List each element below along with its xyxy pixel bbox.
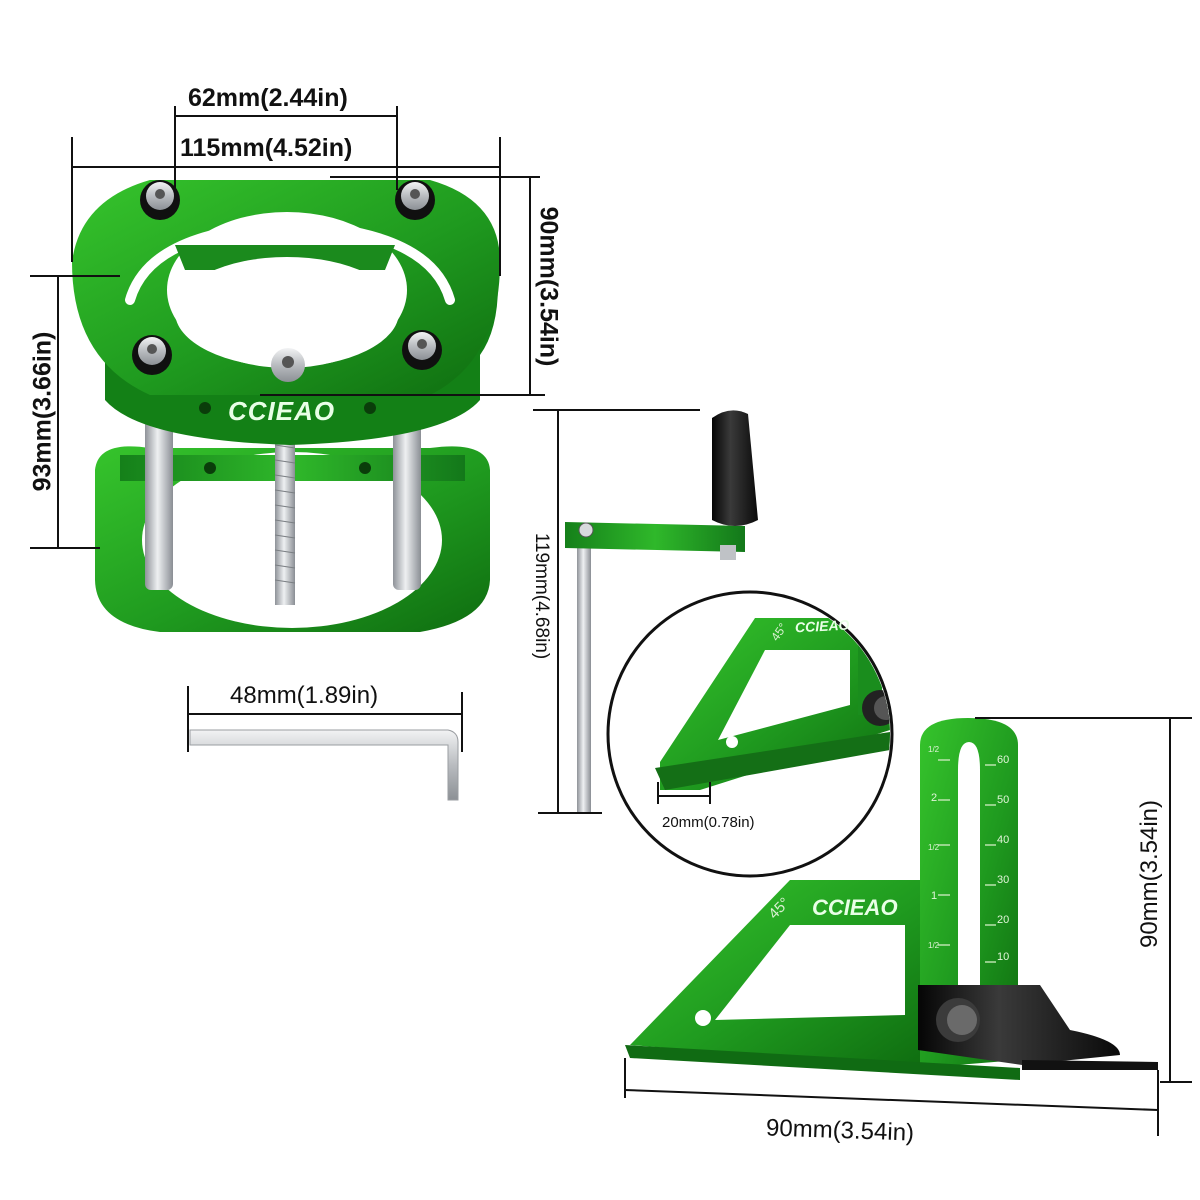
dimension-label-plate-height: 90mm(3.54in) — [534, 206, 563, 367]
scale-mark: 1 — [931, 890, 938, 902]
brand-logo: CCIEAO — [794, 616, 850, 636]
brand-logo: CCIEAO — [228, 396, 336, 426]
dimension-label-total-height: 93mm(3.66in) — [28, 331, 57, 492]
dimension-label-crank-height: 119mm(4.68in) — [531, 532, 552, 660]
scale-mark: 1/2 — [928, 745, 940, 754]
gauge-lip-dimension-lines — [657, 782, 711, 804]
scale-mark: 10 — [997, 951, 1010, 963]
dimension-label-outer-width: 115mm(4.52in) — [180, 134, 353, 162]
dimension-label-gauge-lip: 20mm(0.78in) — [662, 814, 755, 831]
base-dimension-lines — [30, 106, 545, 549]
brand-logo: CCIEAO — [812, 895, 898, 920]
scale-mark: 30 — [997, 874, 1010, 886]
crank-handle — [565, 410, 758, 812]
scale-mark: 50 — [997, 794, 1010, 806]
dimension-label-square-width: 90mm(3.54in) — [765, 1114, 915, 1147]
crank-dimension-lines — [533, 409, 700, 814]
hex-key — [189, 729, 459, 801]
dimension-label-hex-key: 48mm(1.89in) — [230, 682, 379, 709]
scale-mark: 1/2 — [928, 941, 940, 950]
gauge-zoom-circle — [606, 590, 894, 878]
dimension-label-square-height: 90mm(3.54in) — [1136, 799, 1163, 949]
scale-mark: 20 — [997, 914, 1010, 926]
setup-square — [625, 718, 1158, 1080]
dimension-label-inner-width: 62mm(2.44in) — [188, 84, 348, 112]
square-dimension-lines — [624, 717, 1192, 1136]
scale-mark: 40 — [997, 834, 1010, 846]
scale-mark: 2 — [931, 792, 938, 804]
scale-mark: 60 — [997, 754, 1010, 766]
router-lift-base — [72, 180, 500, 632]
hex-key-dimension-lines — [187, 686, 463, 752]
scale-mark: 1/2 — [928, 843, 940, 852]
